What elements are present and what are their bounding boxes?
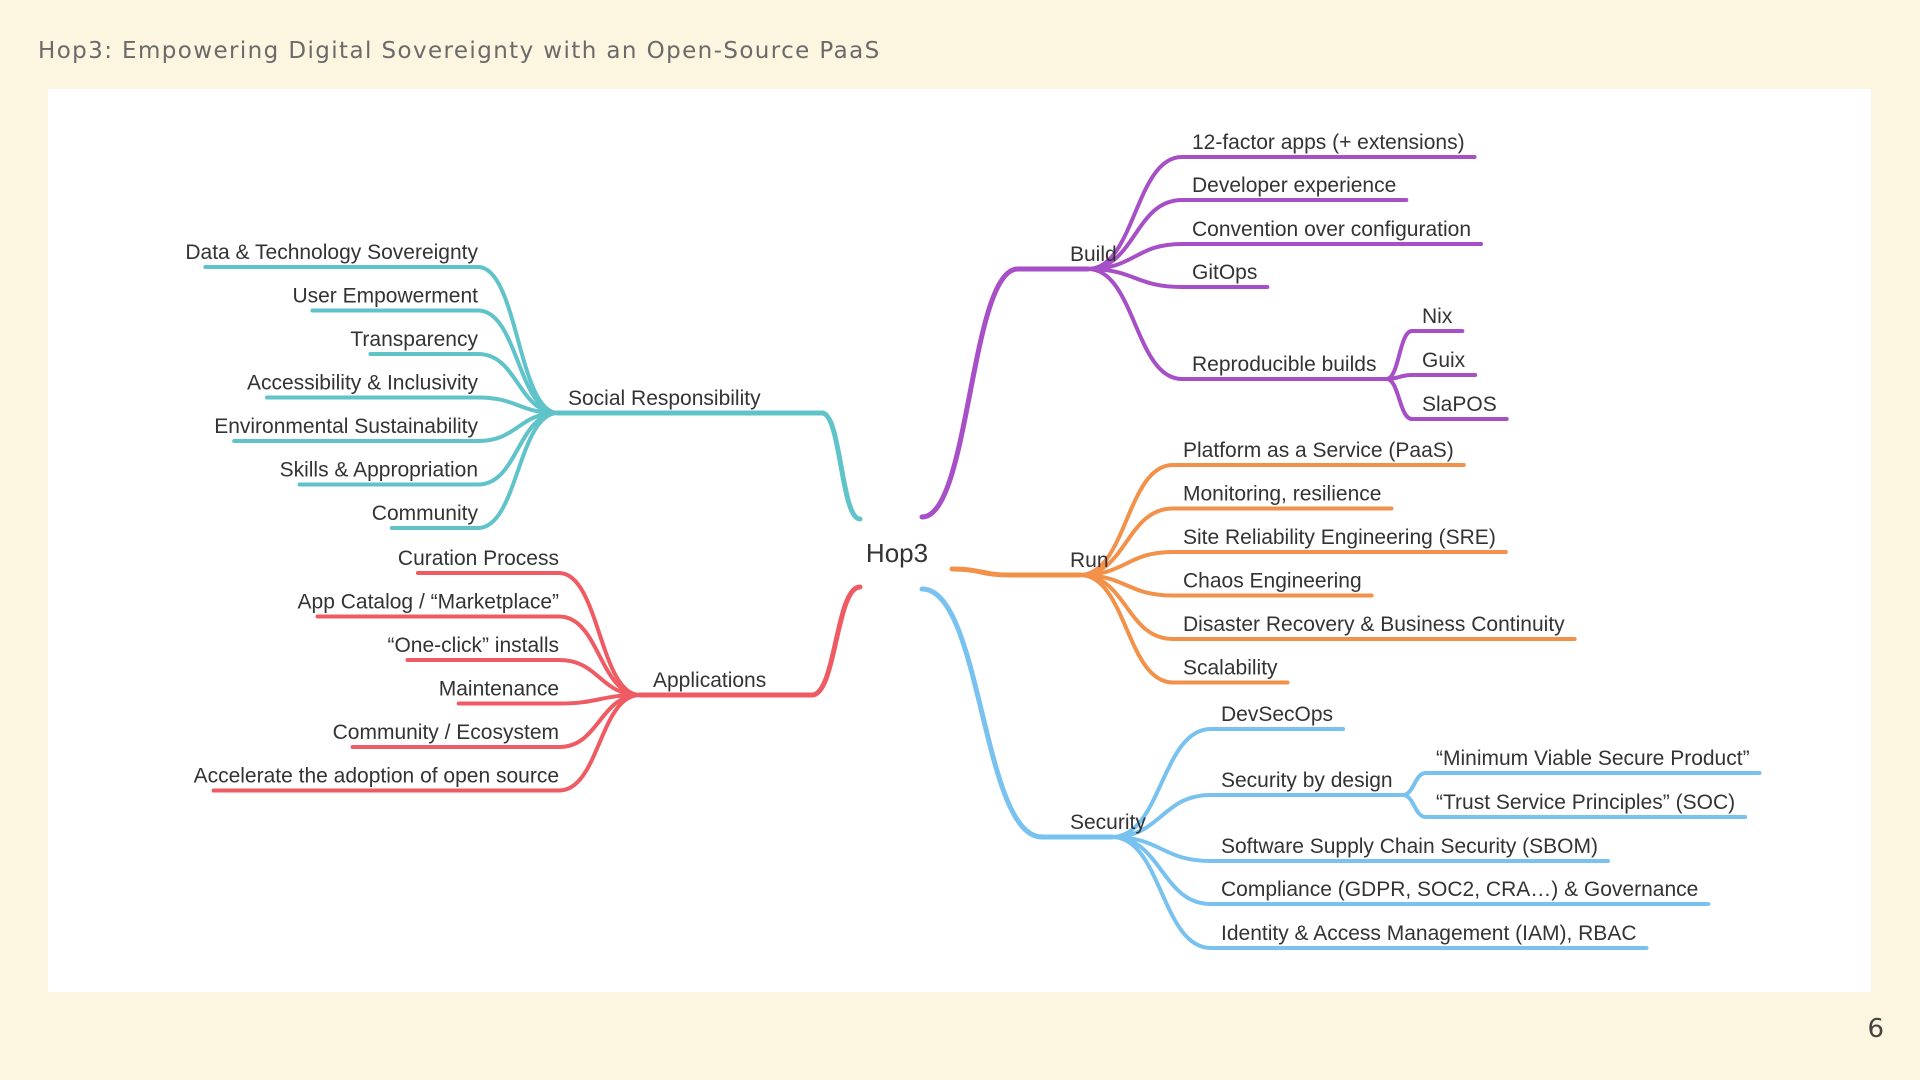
- subleaf-minimum-viable-secure-product-link: [1400, 771, 1428, 797]
- leaf-security-by-design-label: Security by design: [1221, 769, 1393, 792]
- leaf-identity-access-management-iam-rbac-link: [1110, 835, 1213, 950]
- leaf-convention-over-configuration-label: Convention over configuration: [1192, 218, 1471, 241]
- page-number: 6: [1867, 1014, 1884, 1044]
- mindmap-diagram: Hop3 Social Responsibility Data & Technolo…: [185, 131, 1762, 950]
- leaf-monitoring-resilience-label: Monitoring, resilience: [1183, 483, 1381, 506]
- leaf-gitops-link: [1086, 267, 1184, 289]
- root-node-label: Hop3: [866, 538, 928, 568]
- slide-title: Hop3: Empowering Digital Sovereignty wit…: [38, 38, 881, 64]
- subleaf-guix-label: Guix: [1422, 349, 1466, 372]
- leaf-site-reliability-engineering-sre-label: Site Reliability Engineering (SRE): [1183, 526, 1496, 549]
- leaf-accelerate-the-adoption-of-open-source-link: [557, 693, 642, 793]
- branch-build-link: [919, 266, 1021, 520]
- mindmap-panel: Hop3 Social Responsibility Data & Technolo…: [48, 89, 1871, 992]
- leaf-user-empowerment-label: User Empowerment: [292, 285, 478, 308]
- leaf-platform-as-a-service-paas-label: Platform as a Service (PaaS): [1183, 439, 1454, 462]
- branch-applications-label: Applications: [653, 669, 766, 692]
- leaf-data-technology-sovereignty-label: Data & Technology Sovereignty: [185, 241, 478, 264]
- subleaf-nix-label: Nix: [1422, 305, 1453, 328]
- connector-layer: [203, 155, 1762, 950]
- leaf-chaos-engineering-label: Chaos Engineering: [1183, 570, 1362, 593]
- leaf-reproducible-builds-label: Reproducible builds: [1192, 353, 1376, 376]
- leaf-scalability-link: [1078, 573, 1175, 685]
- branch-security-link: [919, 586, 1045, 840]
- subleaf-slapos-link: [1384, 377, 1414, 421]
- leaf-identity-access-management-iam-rbac-label: Identity & Access Management (IAM), RBAC: [1221, 922, 1637, 945]
- leaf-reproducible-builds-link: [1086, 267, 1184, 381]
- branch-run-label: Run: [1070, 549, 1109, 572]
- leaf-gitops-label: GitOps: [1192, 261, 1257, 284]
- subleaf-trust-service-principles-soc-label: “Trust Service Principles” (SOC): [1436, 791, 1735, 814]
- subleaf-minimum-viable-secure-product-label: “Minimum Viable Secure Product”: [1436, 747, 1750, 770]
- leaf-data-technology-sovereignty-link: [476, 265, 560, 415]
- leaf-skills-appropriation-label: Skills & Appropriation: [280, 459, 478, 482]
- leaf-environmental-sustainability-label: Environmental Sustainability: [214, 415, 478, 438]
- branch-build-label: Build: [1070, 243, 1117, 266]
- label-layer: Hop3 Social Responsibility Data & Technolo…: [185, 131, 1749, 945]
- leaf-community-label: Community: [372, 502, 479, 525]
- leaf-accessibility-inclusivity-label: Accessibility & Inclusivity: [247, 372, 479, 395]
- leaf-curation-process-label: Curation Process: [398, 547, 559, 570]
- leaf-software-supply-chain-security-sbom-label: Software Supply Chain Security (SBOM): [1221, 835, 1598, 858]
- subleaf-trust-service-principles-soc-link: [1400, 793, 1428, 819]
- leaf-app-catalog-marketplace-label: App Catalog / “Marketplace”: [298, 591, 559, 614]
- leaf-compliance-gdpr-soc2-cra-governance-label: Compliance (GDPR, SOC2, CRA…) & Governan…: [1221, 878, 1698, 901]
- leaf-developer-experience-label: Developer experience: [1192, 174, 1396, 197]
- leaf-disaster-recovery-business-continuity-label: Disaster Recovery & Business Continuity: [1183, 613, 1565, 636]
- leaf-community-ecosystem-label: Community / Ecosystem: [333, 721, 559, 744]
- subleaf-nix-link: [1384, 329, 1414, 381]
- leaf-security-by-design-link: [1110, 793, 1213, 839]
- branch-security-label: Security: [1070, 811, 1146, 834]
- leaf-maintenance-label: Maintenance: [439, 678, 559, 701]
- branch-social-responsibility-label: Social Responsibility: [568, 387, 761, 410]
- branch-run-link: [949, 566, 1013, 578]
- leaf-devsecops-link: [1110, 727, 1213, 839]
- leaf-transparency-label: Transparency: [350, 328, 478, 351]
- branch-social-responsibility-link: [819, 410, 863, 522]
- leaf-scalability-label: Scalability: [1183, 657, 1278, 680]
- leaf-12-factor-apps-extensions-label: 12-factor apps (+ extensions): [1192, 131, 1465, 154]
- leaf-devsecops-label: DevSecOps: [1221, 703, 1333, 726]
- subleaf-slapos-label: SlaPOS: [1422, 393, 1497, 416]
- leaf-community-link: [476, 411, 560, 530]
- branch-applications-link: [809, 584, 863, 698]
- leaf-accelerate-the-adoption-of-open-source-label: Accelerate the adoption of open source: [194, 765, 559, 788]
- leaf-one-click-installs-label: “One-click” installs: [387, 634, 559, 657]
